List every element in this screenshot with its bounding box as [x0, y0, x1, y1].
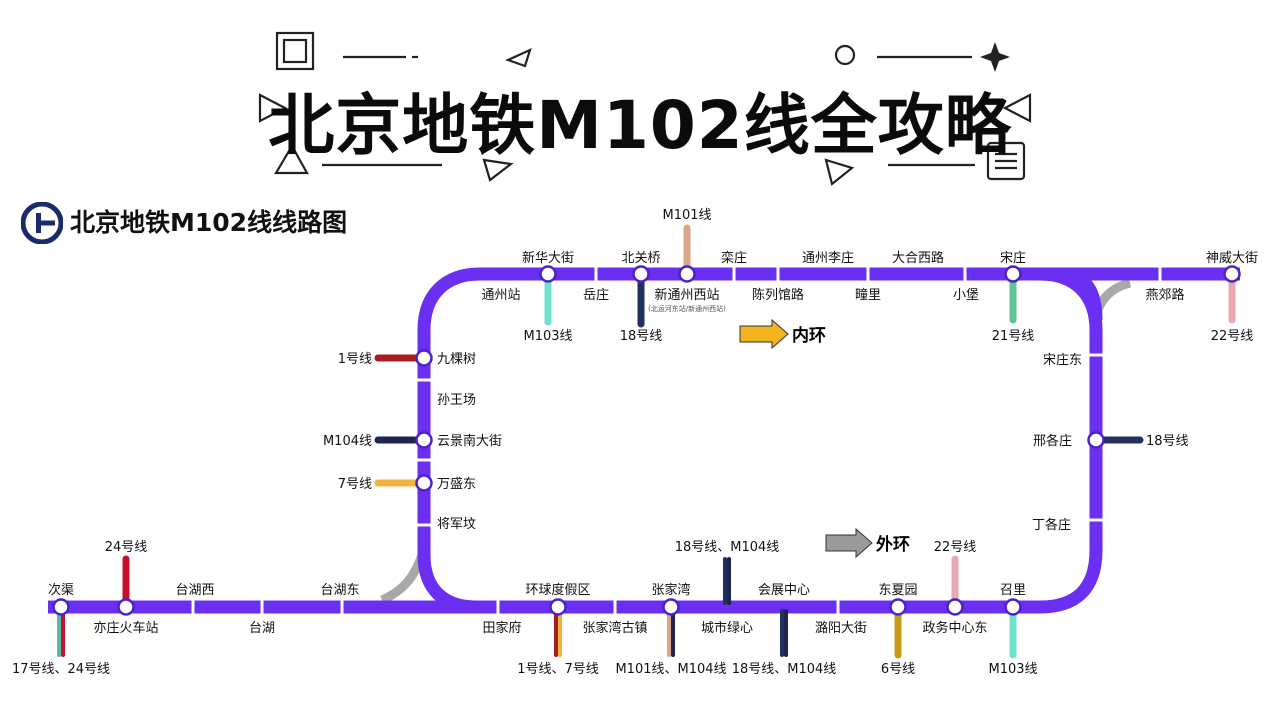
station-label-tianjiafu: 田家府	[482, 620, 521, 636]
station-marker-beiguanqiao	[632, 265, 650, 283]
station-label-luyangdajie: 潞阳大街	[815, 621, 867, 636]
outer-direction-label: 外环	[876, 534, 910, 555]
map-subtitle: 北京地铁M102线线路图	[70, 208, 348, 237]
triangle-ornament-icon	[505, 47, 532, 68]
triangle-ornament-icon	[482, 158, 514, 182]
page-title: 北京地铁M102线全攻略	[268, 87, 1012, 164]
station-marker-zhengwuzhongxindong	[946, 598, 964, 616]
transfer-label: 1号线、7号线	[517, 662, 599, 677]
station-label-tongzhouliyuan: 通州李庄	[802, 250, 854, 266]
station-marker-wanshengdong	[415, 474, 433, 492]
station-label-huanqiu: 环球度假区	[525, 582, 590, 598]
triangle-ornament-icon	[274, 143, 309, 175]
transfer-label: M101线、M104线	[615, 662, 726, 677]
transfer-label: 22号线	[934, 540, 977, 555]
station-label-chengshilvxin: 城市绿心	[701, 620, 753, 636]
station-label-jiukeshu: 九棵树	[437, 352, 476, 367]
square-ornament-inner-icon	[282, 38, 308, 64]
transfer-label: 17号线、24号线	[12, 662, 110, 677]
station-label-yanjiaolu: 燕郊路	[1145, 287, 1184, 303]
station-marker-xintongzhouxi	[678, 265, 696, 283]
station-label-tongzhouzhan: 通州站	[481, 288, 520, 303]
transfer-label: 22号线	[1211, 329, 1254, 344]
station-label-yizhuang: 亦庄火车站	[93, 620, 158, 636]
transfer-label: 24号线	[105, 540, 148, 555]
transfer-label: 18号线	[1146, 434, 1189, 449]
station-label-dingezhuang: 丁各庄	[1032, 517, 1071, 533]
station-label-xintongzhouxi: 新通州西站	[654, 287, 719, 303]
transfer-label: M103线	[523, 329, 572, 344]
station-marker-dongxiayuan	[889, 598, 907, 616]
station-marker-xinhuadajie	[539, 265, 557, 283]
triangle-ornament-icon	[824, 158, 855, 186]
station-label-beiguanqiao: 北关桥	[621, 251, 660, 266]
station-label-yuezhuang: 岳庄	[583, 287, 609, 303]
station-label-taihu: 台湖	[249, 621, 275, 636]
station-label-taihudong: 台湖东	[320, 583, 359, 598]
station-note: (北运河东站/新通州西站)	[648, 304, 726, 313]
transfer-label: 6号线	[881, 662, 915, 677]
station-label-wanshengdong: 万盛东	[437, 477, 476, 492]
station-label-zhangjiawangujun: 张家湾古镇	[582, 620, 647, 636]
outer-direction-arrow-icon	[825, 527, 873, 559]
triangle-ornament-icon	[1002, 93, 1032, 123]
beijing-subway-logo-icon	[21, 202, 63, 244]
station-marker-jiukeshu	[415, 349, 433, 367]
station-marker-yunjingnandajie	[415, 431, 433, 449]
transfer-label: 1号线	[338, 352, 372, 367]
triangle-ornament-icon	[258, 93, 288, 123]
station-marker-zhangjiawan	[662, 598, 680, 616]
station-label-xiaobao: 小堡	[953, 287, 979, 303]
station-label-dahexilu: 大合西路	[892, 250, 944, 266]
transfer-label: 18号线、M104线	[675, 540, 780, 555]
transfer-label: M101线	[662, 208, 711, 223]
station-label-huizhanzhongxin: 会展中心	[758, 583, 810, 598]
station-marker-zhaoli	[1004, 598, 1022, 616]
circle-ornament-icon	[834, 44, 856, 66]
station-label-xinhuadajie: 新华大街	[522, 250, 574, 266]
square-ornament-icon	[275, 31, 315, 71]
station-marker-cigu	[52, 598, 70, 616]
transfer-label: 7号线	[338, 477, 372, 492]
transfer-label: 21号线	[992, 329, 1035, 344]
station-label-tongli: 疃里	[855, 287, 881, 303]
main-line-loop	[417, 267, 1103, 614]
transfer-label: 18号线、M104线	[732, 662, 837, 677]
station-label-taihuxi: 台湖西	[175, 583, 214, 598]
inner-direction-arrow-icon	[739, 318, 789, 350]
station-marker-yizhuang	[117, 598, 135, 616]
station-label-xingezhuang: 邢各庄	[1033, 433, 1072, 449]
station-label-zhengwuzhongxindong: 政务中心东	[922, 620, 987, 636]
station-label-zhaoli: 召里	[1000, 583, 1026, 598]
transfer-label: M104线	[323, 434, 372, 449]
station-marker-songzhuang	[1004, 265, 1022, 283]
station-label-sunwangchang: 孙王场	[437, 393, 476, 408]
station-label-songzhuang: 宋庄	[1000, 250, 1026, 266]
station-marker-xingezhuang	[1087, 431, 1105, 449]
station-label-songzhuangdong: 宋庄东	[1043, 352, 1082, 368]
inner-direction-label: 内环	[792, 325, 826, 346]
connector-southwest	[380, 553, 427, 605]
transfer-label: M103线	[988, 662, 1037, 677]
station-label-jiangjunfen: 将军坟	[437, 517, 476, 532]
station-label-luanzhuang: 栾庄	[721, 250, 747, 266]
transfer-label: 18号线	[620, 329, 663, 344]
station-label-yunjingnandajie: 云景南大街	[437, 433, 502, 449]
station-label-chenliezhuanglu: 陈列馆路	[752, 287, 804, 303]
station-marker-shenweidajie	[1223, 265, 1241, 283]
station-label-shenweidajie: 神威大街	[1206, 251, 1258, 266]
station-label-cigu: 次渠	[48, 582, 74, 598]
document-ornament-icon	[986, 141, 1026, 181]
station-label-zhangjiawan: 张家湾	[651, 582, 690, 598]
station-marker-huanqiu	[549, 598, 567, 616]
sparkle-ornament-icon	[980, 42, 1010, 72]
station-label-dongxiayuan: 东夏园	[878, 583, 917, 598]
